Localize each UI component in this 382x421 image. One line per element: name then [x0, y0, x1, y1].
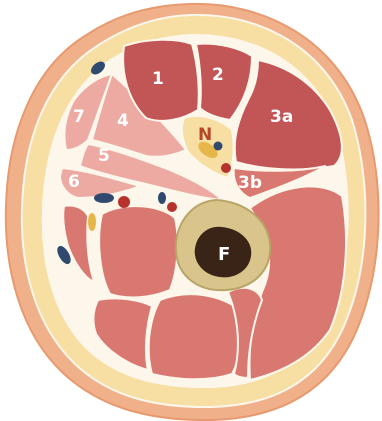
vein-2 [95, 194, 113, 202]
posterior-muscle-a [99, 206, 178, 297]
label-muscle-6: 6 [68, 172, 80, 192]
nerve-strip [89, 214, 95, 230]
label-muscle-7: 7 [73, 107, 85, 127]
label-muscle-3a: 3a [270, 107, 293, 127]
label-femur: F [218, 244, 230, 265]
label-nerve: N [198, 125, 212, 145]
vein-3 [159, 193, 165, 203]
label-muscle-1: 1 [152, 69, 164, 89]
artery-2 [119, 197, 129, 207]
posterior-muscle-b [149, 294, 242, 379]
artery-3 [168, 203, 176, 211]
artery-1 [222, 164, 230, 172]
vein-1 [215, 143, 222, 150]
label-muscle-5: 5 [98, 146, 110, 166]
label-muscle-4: 4 [117, 111, 129, 131]
label-muscle-3b: 3b [238, 173, 262, 193]
label-muscle-2: 2 [212, 65, 224, 85]
